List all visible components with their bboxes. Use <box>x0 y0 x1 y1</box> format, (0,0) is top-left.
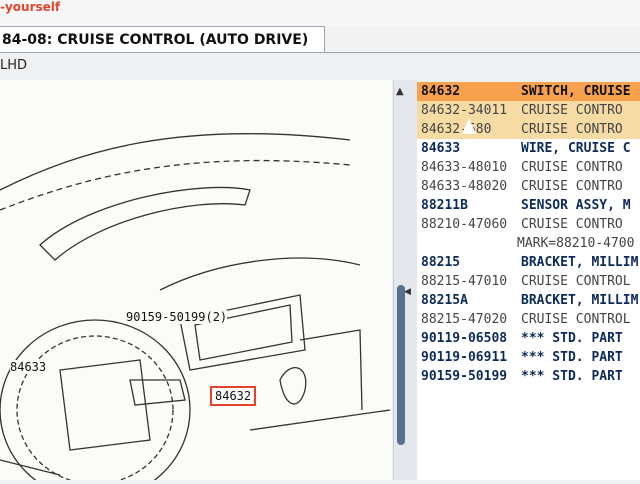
part-description: *** STD. PART <box>521 350 623 365</box>
part-number: 88215-47020 <box>421 312 508 327</box>
part-number: 84632-580 <box>421 122 492 137</box>
parts-list-row[interactable]: 88215 BRACKET, MILLIM <box>417 253 640 272</box>
part-number: 88215A <box>421 293 468 308</box>
part-number: 88215-47010 <box>421 274 508 289</box>
part-number: 88210-47060 <box>421 217 508 232</box>
scroll-up-arrow-icon[interactable]: ▲ <box>396 86 404 97</box>
parts-list-row[interactable]: 90119-06508 *** STD. PART <box>417 329 640 348</box>
part-number: 90159-50199 <box>421 369 508 384</box>
part-description: CRUISE CONTRO <box>521 160 623 175</box>
callout-84632[interactable]: 84632 <box>210 386 257 406</box>
brand-text: -yourself <box>0 0 61 14</box>
parts-list-row[interactable]: 84632-34011 CRUISE CONTRO <box>417 101 640 120</box>
part-number: 88215 <box>421 255 461 270</box>
part-description: SWITCH, CRUISE <box>521 84 631 99</box>
parts-list-row[interactable]: 90119-06911 *** STD. PART <box>417 348 640 367</box>
part-description: BRACKET, MILLIM <box>521 255 639 270</box>
tab-cruise-control[interactable]: 84-08: CRUISE CONTROL (AUTO DRIVE) <box>0 26 325 52</box>
parts-list-row[interactable]: 88215-47010 CRUISE CONTROL <box>417 272 640 291</box>
part-description: CRUISE CONTROL <box>521 312 631 327</box>
part-number: 88211B <box>421 198 468 213</box>
part-description: CRUISE CONTRO <box>521 103 623 118</box>
part-description: *** STD. PART <box>521 331 623 346</box>
mouse-cursor-icon <box>462 118 476 134</box>
parts-list-row[interactable]: MARK=88210-4700 <box>417 234 640 253</box>
callout-84633[interactable]: 84633 <box>10 360 47 374</box>
top-strip: -yourself <box>0 0 640 26</box>
part-number: 84633 <box>421 141 461 156</box>
collapse-arrow-icon[interactable]: ◀ <box>404 287 411 297</box>
scrollbar-thumb[interactable] <box>397 285 405 445</box>
part-number: 84632 <box>421 84 461 99</box>
parts-diagram[interactable]: 84633 90159-50199(2) 84632 <box>0 80 392 484</box>
parts-list-row[interactable]: 84633 WIRE, CRUISE C <box>417 139 640 158</box>
parts-list-row[interactable]: 88215-47020 CRUISE CONTROL <box>417 310 640 329</box>
part-description: CRUISE CONTROL <box>521 274 631 289</box>
part-description: SENSOR ASSY, M <box>521 198 631 213</box>
part-description: CRUISE CONTRO <box>521 179 623 194</box>
part-description: MARK=88210-4700 <box>517 236 635 251</box>
dashboard-illustration <box>0 133 391 484</box>
steering-side-label: LHD <box>0 58 28 73</box>
part-number: 84632-34011 <box>421 103 508 118</box>
part-number: 84633-48010 <box>421 160 508 175</box>
parts-list-row[interactable]: 88211B SENSOR ASSY, M <box>417 196 640 215</box>
parts-list-row[interactable]: 88210-47060 CRUISE CONTRO <box>417 215 640 234</box>
parts-list-row[interactable]: 84632 SWITCH, CRUISE <box>417 82 640 101</box>
part-number: 84633-48020 <box>421 179 508 194</box>
callout-90159-50199[interactable]: 90159-50199(2) <box>126 310 228 324</box>
part-description: BRACKET, MILLIM <box>521 293 639 308</box>
parts-list-row[interactable]: 84632-580 CRUISE CONTRO <box>417 120 640 139</box>
part-description: CRUISE CONTRO <box>521 122 623 137</box>
part-description: WIRE, CRUISE C <box>521 141 631 156</box>
part-number: 90119-06911 <box>421 350 508 365</box>
part-number: 90119-06508 <box>421 331 508 346</box>
part-description: *** STD. PART <box>521 369 623 384</box>
parts-list-row[interactable]: 84633-48010 CRUISE CONTRO <box>417 158 640 177</box>
part-description: CRUISE CONTRO <box>521 217 623 232</box>
parts-list-row[interactable]: 90159-50199 *** STD. PART <box>417 367 640 386</box>
parts-list-row[interactable]: 88215A BRACKET, MILLIM <box>417 291 640 310</box>
parts-list-row[interactable]: 84633-48020 CRUISE CONTRO <box>417 177 640 196</box>
tab-row: 84-08: CRUISE CONTROL (AUTO DRIVE) <box>0 26 640 53</box>
